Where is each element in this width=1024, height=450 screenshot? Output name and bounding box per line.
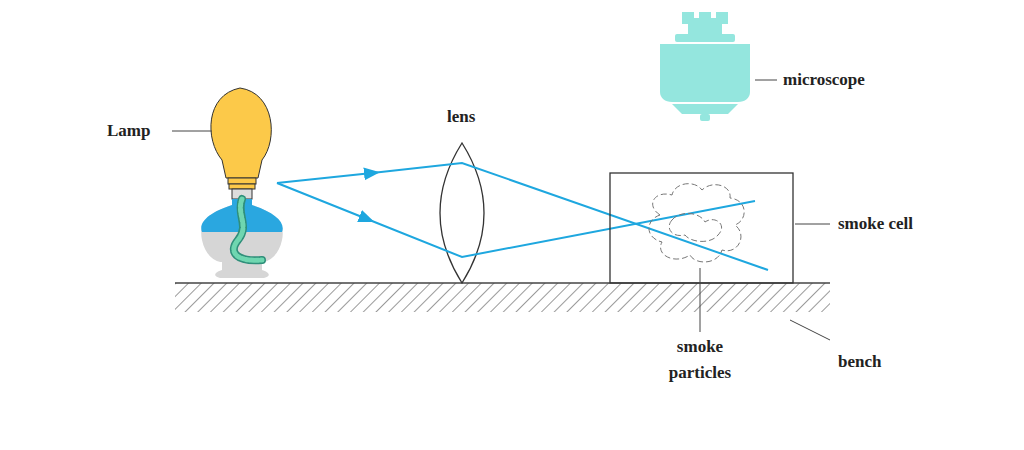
part-label: smoke cell — [838, 211, 913, 237]
part-label: microscope — [783, 67, 865, 93]
smoke-particles — [649, 184, 744, 262]
smoke-cell — [610, 173, 793, 283]
bench — [175, 283, 830, 312]
leader-line — [172, 80, 830, 340]
part-label: lens — [447, 104, 475, 130]
part-label: bench — [838, 349, 881, 375]
part-label: Lamp — [107, 118, 150, 144]
microscope — [660, 12, 750, 121]
lamp — [201, 88, 283, 278]
light-rays — [277, 163, 768, 270]
part-label: smoke particles — [650, 334, 750, 385]
